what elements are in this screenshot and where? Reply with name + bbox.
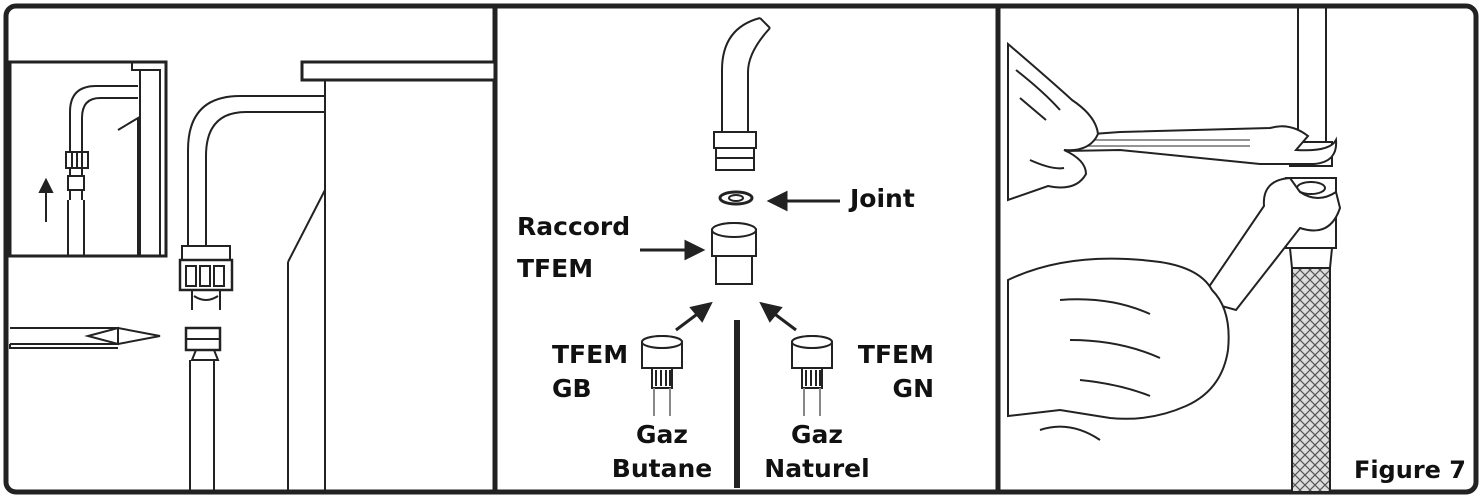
gaz-butane-line2: Butane [611,454,713,483]
gaz-naturel-label: Gaz Naturel [758,420,876,484]
upper-hand [1007,41,1100,202]
raccord-label-line1: Raccord [517,212,631,241]
tfem-gn-label: TFEM GN [852,340,934,404]
panel-2-arrows [640,190,840,332]
lower-hand [1007,257,1230,420]
gaz-butane-line1: Gaz [636,420,688,449]
panel-3-wrench-tightening [1007,8,1342,493]
gaz-butane-label: Gaz Butane [604,420,720,484]
tfem-gb-label: TFEM GB [552,340,628,404]
figure-frame [3,3,1479,495]
raccord-label: Raccord TFEM [517,212,630,284]
joint-seal [718,190,754,206]
panel-2-fitting-diagram [641,17,833,488]
tfem-gb-fitting [641,335,683,416]
braided-hose [1291,267,1331,493]
pipe-nut [713,131,757,149]
tfem-gn-fitting [791,335,833,416]
joint-label: Joint [850,184,915,213]
tfem-gn-label-line2: GN [892,374,934,403]
raccord-label-line2: TFEM [517,254,594,283]
inset-detail-box [8,60,168,258]
vertical-pipe [1297,8,1327,142]
tfem-gb-label-line1: TFEM [552,340,629,369]
gaz-naturel-line1: Gaz [791,420,843,449]
figure-caption: Figure 7 [1353,456,1466,484]
bent-pipe [721,17,761,132]
gaz-naturel-line2: Naturel [764,454,870,483]
bottom-wrench [1198,176,1342,312]
tfem-gb-label-line2: GB [552,374,592,403]
tfem-gn-label-line1: TFEM [857,340,934,369]
panel-1-removal-illustration [8,60,497,490]
